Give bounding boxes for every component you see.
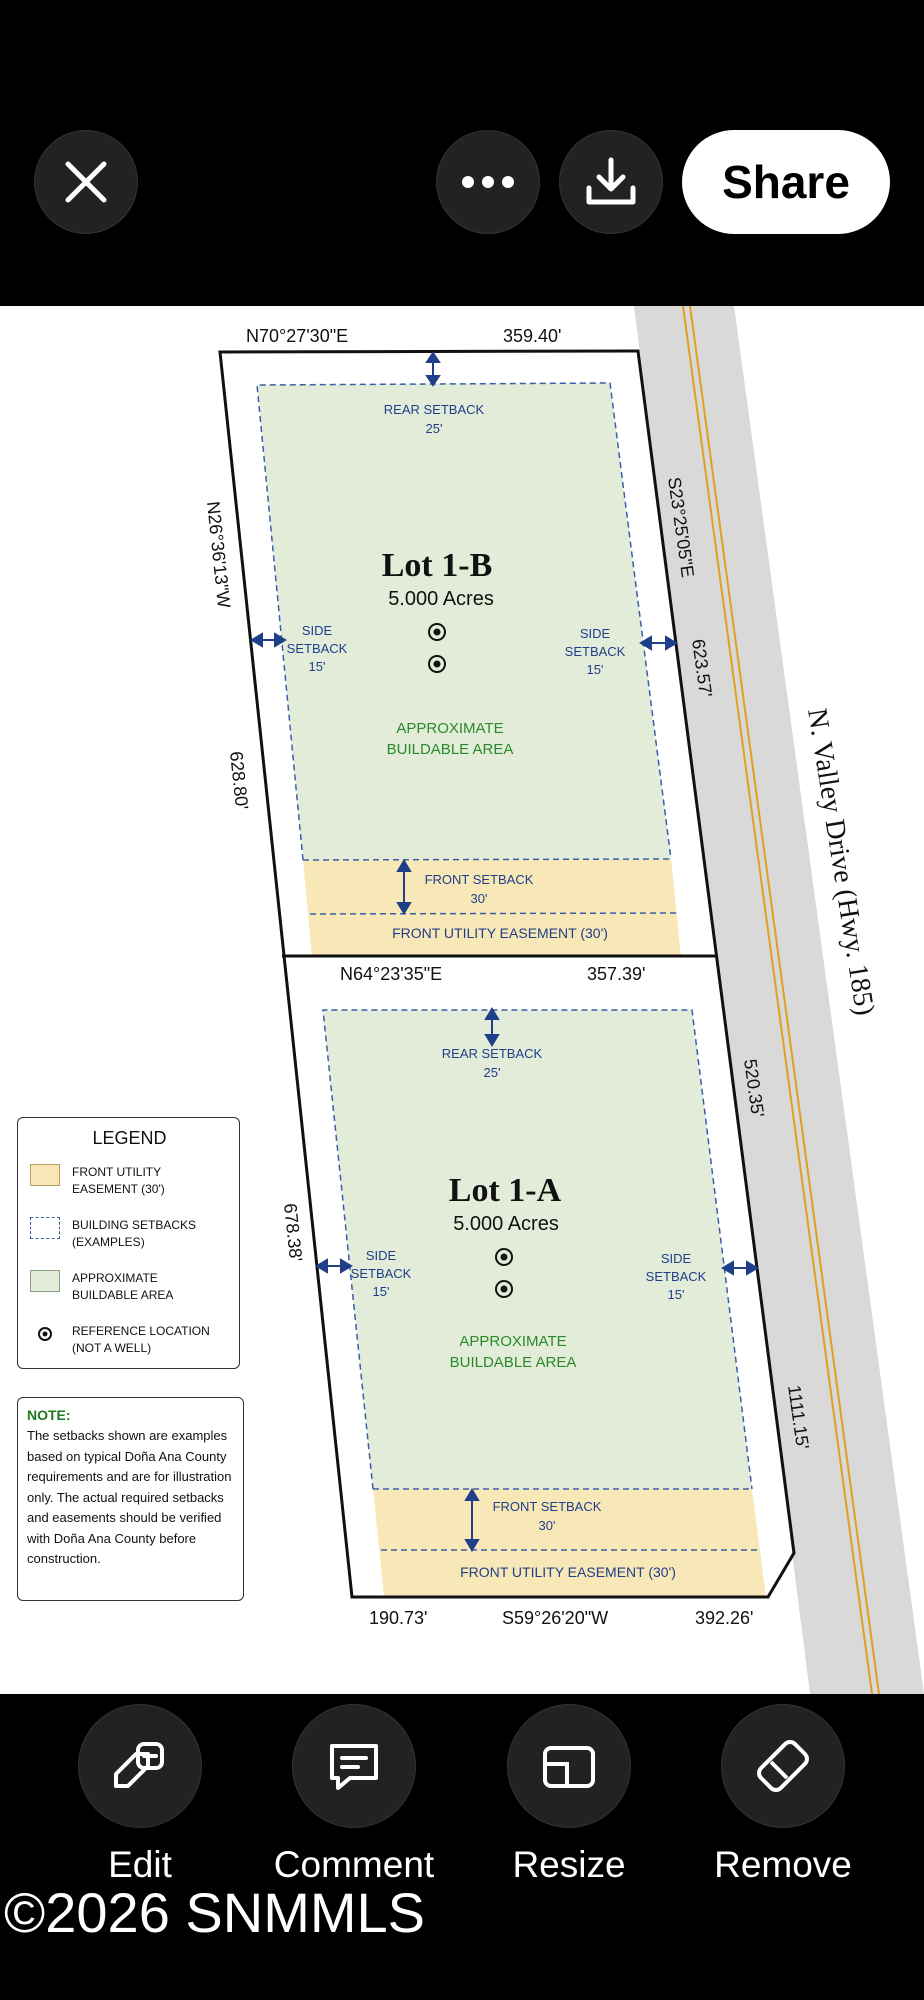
more-button[interactable] <box>436 130 540 234</box>
bottom-bearing: S59°26'20"W <box>502 1608 608 1628</box>
lot-b-rear-setback: REAR SETBACK <box>384 402 485 417</box>
note-box: NOTE: The setbacks shown are examples ba… <box>17 1397 244 1601</box>
share-button[interactable]: Share <box>682 130 890 234</box>
edit-button[interactable] <box>78 1704 202 1828</box>
mid-bearing: N64°23'35"E <box>340 964 442 984</box>
lot-b-front-dist: 30' <box>471 891 488 906</box>
buildable-swatch <box>30 1270 60 1292</box>
lot-b-buildable-1: APPROXIMATE <box>396 720 503 737</box>
parcel-boundary <box>218 349 796 1599</box>
lot-a-acres: 5.000 Acres <box>453 1213 559 1235</box>
legend-item: BUILDING SETBACKS (EXAMPLES) <box>30 1217 222 1251</box>
lot-b-buildable-2: BUILDABLE AREA <box>387 741 514 758</box>
mid-length: 357.39' <box>587 964 646 984</box>
lot-b-easement-label: FRONT UTILITY EASEMENT (30') <box>392 925 608 941</box>
lot-b-rear-dist: 25' <box>426 421 443 436</box>
lot-b-side-left-2: SETBACK <box>287 641 348 656</box>
left-length-a: 678.38' <box>280 1202 306 1262</box>
lot-a-side-left-2: SETBACK <box>351 1266 412 1281</box>
comment-button[interactable] <box>292 1704 416 1828</box>
resize-button[interactable] <box>507 1704 631 1828</box>
eraser-icon <box>757 1740 809 1792</box>
lot-a-buildable-1: APPROXIMATE <box>459 1333 566 1350</box>
legend-label: REFERENCE LOCATION (NOT A WELL) <box>72 1324 210 1355</box>
reference-markers <box>428 623 513 1298</box>
lot-a-easement-label: FRONT UTILITY EASEMENT (30') <box>460 1564 676 1580</box>
comment-icon <box>330 1744 378 1790</box>
legend-box: LEGEND FRONT UTILITY EASEMENT (30') BUIL… <box>17 1117 240 1369</box>
resize-label: Resize <box>512 1844 626 1885</box>
lot-a-buildable-2: BUILDABLE AREA <box>450 1354 577 1371</box>
lot-a-side-left-1: SIDE <box>366 1248 397 1263</box>
edit-icon <box>114 1742 164 1788</box>
lot-b-side-right-3: 15' <box>587 662 604 677</box>
legend-item: FRONT UTILITY EASEMENT (30') <box>30 1164 222 1198</box>
lot-b-side-right-1: SIDE <box>580 626 611 641</box>
note-body: The setbacks shown are examples based on… <box>27 1428 232 1566</box>
copyright-watermark: ©2026 SNMMLS <box>4 1881 425 1944</box>
close-button[interactable] <box>34 130 138 234</box>
legend-label: BUILDING SETBACKS (EXAMPLES) <box>72 1218 197 1249</box>
bottom-right-length: 392.26' <box>695 1608 754 1628</box>
resize-icon <box>543 1746 595 1788</box>
note-title: NOTE: <box>27 1407 71 1423</box>
left-length-b: 628.80' <box>226 750 252 810</box>
setback-swatch <box>30 1217 60 1239</box>
bottom-left-length: 190.73' <box>369 1608 428 1628</box>
lot-b-acres: 5.000 Acres <box>388 588 494 610</box>
lot-a-side-right-1: SIDE <box>661 1251 692 1266</box>
lot-b-side-left-3: 15' <box>309 659 326 674</box>
edit-label: Edit <box>108 1844 172 1885</box>
more-icon <box>462 176 514 188</box>
lot-a-side-right-3: 15' <box>668 1287 685 1302</box>
lot-b-easement <box>303 859 681 957</box>
legend-item: REFERENCE LOCATION (NOT A WELL) <box>30 1323 222 1357</box>
legend-item: APPROXIMATE BUILDABLE AREA <box>30 1270 222 1304</box>
lot-a-buildable-area <box>323 1010 752 1489</box>
lot-b-side-left-1: SIDE <box>302 623 333 638</box>
top-toolbar: Share <box>0 0 924 306</box>
lot-a-rear-dist: 25' <box>484 1065 501 1080</box>
lot-b-buildable-area <box>257 383 671 860</box>
lot-a-name: Lot 1-A <box>449 1172 562 1209</box>
lot-a-side-left-3: 15' <box>373 1284 390 1299</box>
top-length: 359.40' <box>503 326 562 346</box>
legend-label: APPROXIMATE BUILDABLE AREA <box>72 1271 174 1302</box>
remove-button[interactable] <box>721 1704 845 1828</box>
plat-map: N70°27'30"E 359.40' N64°23'35"E 357.39' … <box>203 306 924 1694</box>
easement-swatch <box>30 1164 60 1186</box>
legend-title: LEGEND <box>92 1128 167 1148</box>
legend-label: FRONT UTILITY EASEMENT (30') <box>72 1165 165 1196</box>
close-icon <box>65 161 107 203</box>
lot-a-rear-setback: REAR SETBACK <box>442 1046 543 1061</box>
remove-label: Remove <box>714 1844 852 1885</box>
comment-label: Comment <box>273 1844 435 1885</box>
top-bearing: N70°27'30"E <box>246 326 348 346</box>
lot-b-side-right-2: SETBACK <box>565 644 626 659</box>
left-bearing-b: N26°36'13"W <box>203 500 234 609</box>
lot-a-front-setback: FRONT SETBACK <box>493 1499 602 1514</box>
lot-b-name: Lot 1-B <box>382 547 493 584</box>
download-button[interactable] <box>559 130 663 234</box>
download-icon <box>586 157 636 205</box>
lot-b-front-setback: FRONT SETBACK <box>425 872 534 887</box>
lot-a-side-right-2: SETBACK <box>646 1269 707 1284</box>
reference-icon <box>30 1323 60 1345</box>
road-shape <box>634 306 924 1694</box>
lot-a-front-dist: 30' <box>539 1518 556 1533</box>
